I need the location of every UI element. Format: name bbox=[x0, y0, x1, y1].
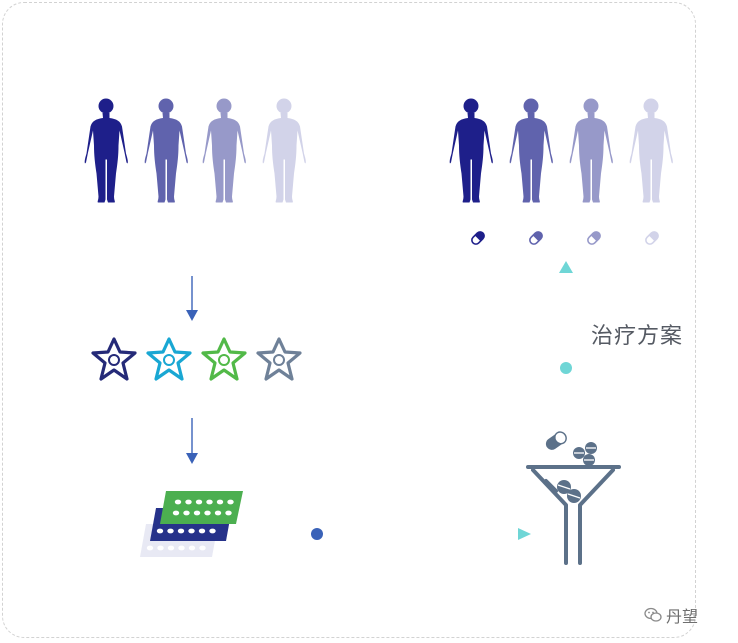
arrow-to-funnel bbox=[311, 528, 531, 540]
plate-well bbox=[209, 528, 216, 534]
plate-well bbox=[157, 545, 164, 551]
person-icon bbox=[202, 98, 246, 203]
person-icon bbox=[144, 98, 188, 203]
plate-well bbox=[227, 499, 234, 505]
diagram-frame bbox=[2, 2, 696, 638]
plate-well bbox=[199, 545, 206, 551]
plate-well bbox=[183, 510, 190, 516]
plate-well bbox=[198, 528, 206, 534]
plate-well bbox=[167, 545, 175, 551]
plate-well bbox=[188, 545, 196, 551]
plate-well bbox=[174, 499, 182, 505]
plate-well bbox=[193, 510, 201, 516]
organoid-icon bbox=[256, 337, 302, 381]
patient-group-right bbox=[449, 98, 673, 203]
plate-well bbox=[185, 499, 192, 505]
plate-well bbox=[172, 510, 180, 516]
plate-well bbox=[167, 528, 174, 534]
arrow-down-1 bbox=[186, 276, 198, 321]
plate-well bbox=[156, 528, 164, 534]
plate-wells bbox=[146, 499, 234, 551]
person-icon bbox=[84, 98, 128, 203]
plate-well bbox=[216, 499, 224, 505]
arrow-origin-dot bbox=[560, 362, 572, 374]
watermark-text: 丹望 bbox=[666, 607, 699, 626]
arrow-up-treatment bbox=[559, 261, 573, 374]
wechat-icon bbox=[644, 607, 662, 622]
patient-group-left bbox=[84, 98, 306, 203]
plate-well bbox=[146, 545, 154, 551]
watermark: 丹望 bbox=[644, 603, 698, 627]
arrow-down-2 bbox=[186, 418, 198, 464]
person-icon bbox=[569, 98, 613, 203]
person-icon bbox=[509, 98, 553, 203]
plate-well bbox=[188, 528, 195, 534]
organoid-icon bbox=[91, 337, 137, 381]
pill-icon bbox=[545, 431, 567, 450]
capsule-row bbox=[469, 229, 661, 247]
plate-well bbox=[195, 499, 203, 505]
plate-well bbox=[178, 545, 185, 551]
plate-well bbox=[214, 510, 222, 516]
plate-stack bbox=[140, 491, 243, 557]
organoid-icon bbox=[201, 337, 247, 381]
plate-well bbox=[225, 510, 232, 516]
person-icon bbox=[449, 98, 493, 203]
organoid-icon bbox=[146, 337, 192, 381]
person-icon bbox=[262, 98, 306, 203]
capsule-icon bbox=[643, 229, 661, 247]
drug-screening-funnel bbox=[526, 431, 621, 565]
capsule-icon bbox=[527, 229, 545, 247]
plate-well bbox=[177, 528, 185, 534]
treatment-label: 治疗方案 bbox=[591, 324, 684, 349]
plate-well bbox=[204, 510, 211, 516]
capsule-icon bbox=[469, 229, 487, 247]
plate-front bbox=[160, 491, 243, 524]
person-icon bbox=[629, 98, 673, 203]
plate-well bbox=[206, 499, 213, 505]
capsule-icon bbox=[585, 229, 603, 247]
organoid-row bbox=[91, 337, 302, 381]
